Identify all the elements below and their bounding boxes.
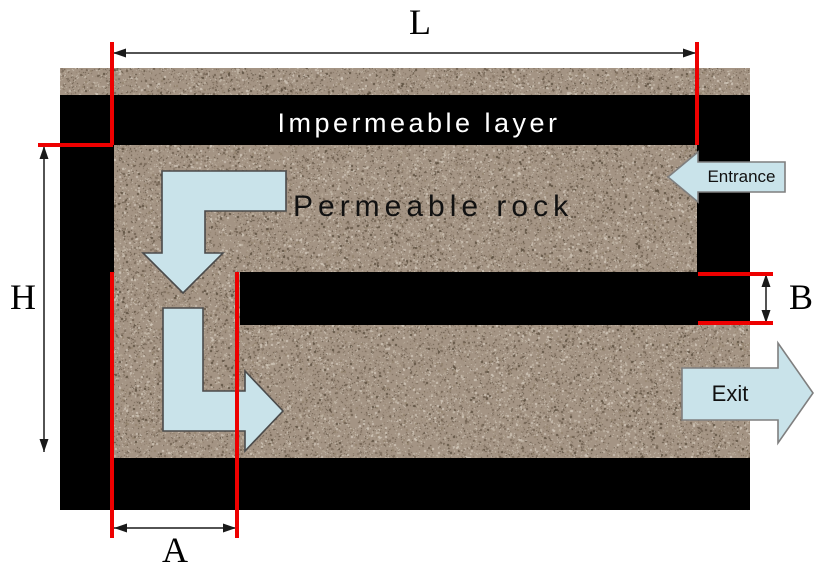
permeable-rock-label: Permeable rock — [293, 192, 573, 222]
entrance-label: Entrance — [698, 168, 785, 185]
dimension-line-L — [113, 49, 696, 58]
exit-label: Exit — [682, 383, 778, 405]
dimension-line-B — [762, 274, 771, 323]
marker-H-top — [38, 143, 113, 147]
marker-B-top — [698, 272, 773, 276]
label-H: H — [6, 279, 40, 315]
dimension-line-H — [40, 146, 49, 452]
label-A: A — [158, 532, 192, 567]
label-B: B — [784, 279, 818, 315]
flow-arrow-elbow-right-icon — [163, 308, 283, 451]
label-L: L — [403, 4, 437, 40]
marker-A-left — [110, 272, 114, 538]
impermeable-layer-label: Impermeable layer — [60, 110, 750, 137]
marker-A-right — [235, 272, 239, 538]
flow-arrow-elbow-down-icon — [143, 171, 286, 293]
marker-B-bottom — [698, 321, 773, 325]
